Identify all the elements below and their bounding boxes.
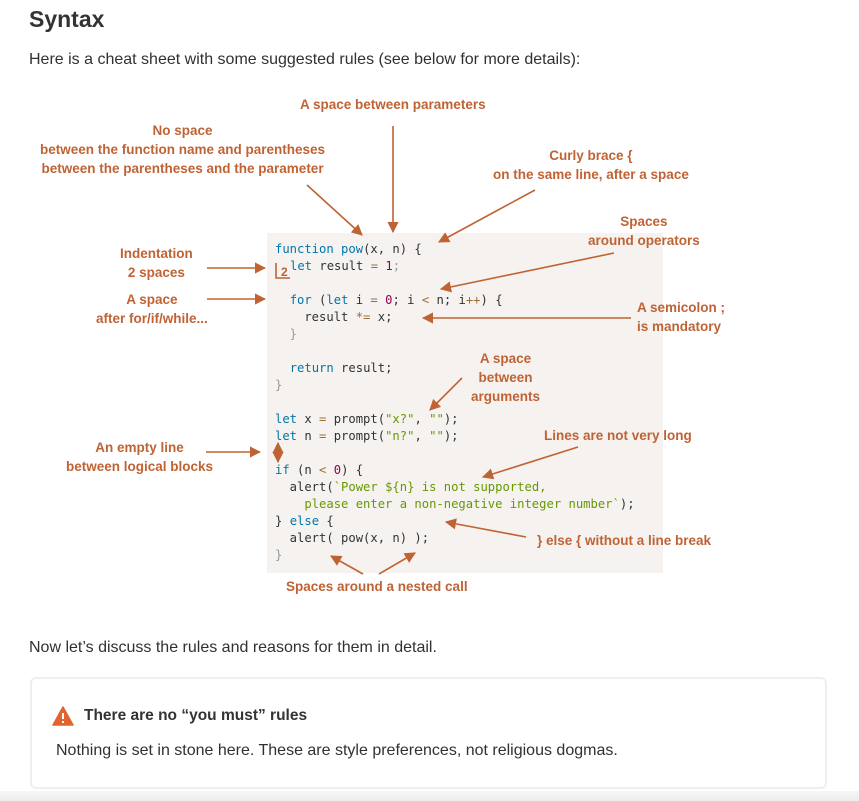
intro-paragraph: Here is a cheat sheet with some suggeste…	[29, 51, 581, 68]
annotation-space-after-for: A space after for/if/while...	[96, 292, 208, 326]
annotation-nested-call: Spaces around a nested call	[286, 579, 468, 594]
callout-title-text: There are no “you must” rules	[84, 707, 308, 724]
code-line: } else {	[275, 514, 334, 528]
code-line: let n = prompt("n?", "");	[275, 429, 459, 443]
indent-marker-digit: 2	[281, 265, 288, 279]
arrow-space-args	[429, 377, 463, 411]
code-line: let x = prompt("x?", "");	[275, 412, 459, 426]
page-title: Syntax	[29, 6, 105, 32]
code-line: alert(`Power ${n} is not supported,	[275, 480, 547, 494]
code-line: result *= x;	[275, 310, 393, 324]
code-line: alert( pow(x, n) );	[275, 531, 430, 545]
code-line: return result;	[289, 361, 393, 375]
annotation-semicolon: A semicolon ; is mandatory	[637, 300, 726, 334]
arrow-nested-call-right	[378, 552, 416, 575]
annotation-no-space: No space between the function name and p…	[40, 123, 326, 176]
annotation-empty-line: An empty line between logical blocks	[66, 440, 214, 474]
annotation-else-line-break: } else { without a line break	[537, 533, 712, 548]
code-line: if (n < 0) {	[275, 463, 364, 477]
annotation-space-between-arguments: A space between arguments	[471, 351, 541, 404]
code-line: function pow(x, n) {	[275, 242, 422, 256]
arrow-nested-call-left	[330, 555, 364, 575]
arrow-operators	[439, 252, 615, 293]
annotation-spaces-around-operators: Spaces around operators	[588, 214, 700, 248]
code-line: for (let i = 0; i < n; i++) {	[289, 293, 503, 307]
warning-callout	[30, 677, 827, 789]
annotation-space-between-parameters: A space between parameters	[300, 97, 486, 112]
code-line: }	[275, 548, 283, 562]
callout-body: Nothing is set in stone here. These are …	[56, 742, 618, 759]
code-example-background	[267, 233, 663, 573]
code-line: }	[275, 327, 298, 341]
code-example: function pow(x, n) { let result = 1; for …	[275, 241, 635, 564]
discussion-paragraph: Now let’s discuss the rules and reasons …	[29, 639, 437, 656]
annotation-lines-not-long: Lines are not very long	[544, 428, 692, 443]
arrow-curly-brace	[438, 189, 536, 243]
bottom-edge	[0, 791, 859, 801]
code-line: let result = 1;	[290, 259, 401, 273]
arrow-else	[444, 518, 527, 538]
indent-marker-bracket	[275, 263, 290, 279]
code-line: please enter a non-negative integer numb…	[275, 497, 635, 511]
code-line: }	[275, 378, 283, 392]
annotation-indentation: Indentation 2 spaces	[120, 246, 193, 280]
callout-title: There are no “you must” rules	[52, 706, 307, 726]
arrow-lines-long	[481, 446, 579, 480]
arrow-no-space	[306, 184, 363, 236]
warning-icon	[52, 706, 74, 726]
annotation-curly-brace: Curly brace { on the same line, after a …	[493, 148, 689, 182]
